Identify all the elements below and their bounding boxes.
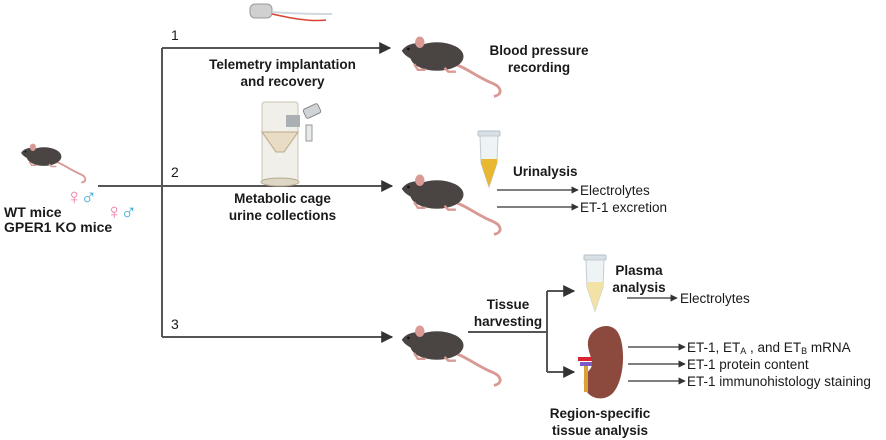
title-line-1: Plasma [615, 263, 663, 278]
metabolic-cage-icon [260, 101, 322, 187]
telemetry-transmitter-icon [249, 3, 333, 22]
kidney-icon [578, 325, 624, 399]
male-symbol-icon: ♂ [120, 199, 137, 224]
plasma-tube-icon [583, 254, 607, 312]
step-line-1: Telemetry implantation [209, 57, 356, 72]
male-symbol-icon: ♂ [80, 184, 97, 209]
branch-1-outcome: Blood pressure recording [484, 42, 594, 76]
female-symbol-icon: ♀ [66, 184, 82, 209]
kidney-mrna-item: ET-1, ETA , and ETB mRNA [687, 339, 851, 360]
etb-subscript: B [801, 346, 808, 356]
mrna-text-mid: , and ET [746, 340, 802, 355]
title-line-1: Region-specific [549, 406, 651, 421]
connectors [98, 42, 576, 378]
eta-subscript: A [740, 346, 747, 356]
urine-tube-icon [477, 130, 501, 188]
kidney-staining-item: ET-1 immunohistology staining [687, 374, 871, 389]
step-line-2: and recovery [240, 74, 325, 89]
mrna-text-post: mRNA [807, 340, 851, 355]
step-line-2: harvesting [473, 314, 543, 329]
outcome-line-2: recording [507, 60, 571, 75]
branch-number-3: 3 [171, 316, 179, 332]
branch-2-step-label: Metabolic cage urine collections [205, 190, 360, 224]
urinalysis-electrolytes: Electrolytes [580, 183, 650, 198]
wt-mice-label: WT mice [4, 204, 62, 220]
region-specific-title: Region-specific tissue analysis [540, 405, 660, 439]
mouse-icon [400, 324, 502, 387]
branch-number-2: 2 [171, 164, 179, 180]
sex-symbols-wt: ♀♂ [66, 184, 97, 209]
kidney-protein-item: ET-1 protein content [687, 357, 809, 372]
branch-number-1: 1 [171, 27, 179, 43]
sex-symbols-ko: ♀♂ [106, 199, 137, 224]
mrna-text-pre: ET-1, ET [687, 340, 741, 355]
plasma-analysis-title: Plasma analysis [605, 262, 673, 296]
urinalysis-et1-excretion: ET-1 excretion [580, 200, 668, 215]
urinalysis-title: Urinalysis [513, 164, 578, 179]
title-line-2: analysis [612, 280, 666, 295]
result-arrows [497, 186, 686, 385]
step-line-1: Tissue [486, 297, 530, 312]
branch-1-step-label: Telemetry implantation and recovery [195, 56, 370, 90]
outcome-line-1: Blood pressure [489, 43, 589, 58]
step-line-2: urine collections [228, 208, 337, 223]
step-line-1: Metabolic cage [234, 191, 331, 206]
branch-3-step-label: Tissue harvesting [472, 296, 544, 330]
plasma-electrolytes: Electrolytes [680, 291, 750, 306]
title-line-2: tissue analysis [551, 423, 649, 438]
mouse-icon [20, 142, 87, 184]
gper1-ko-mice-label: GPER1 KO mice [4, 219, 113, 235]
mouse-icon [400, 173, 502, 236]
female-symbol-icon: ♀ [106, 199, 122, 224]
